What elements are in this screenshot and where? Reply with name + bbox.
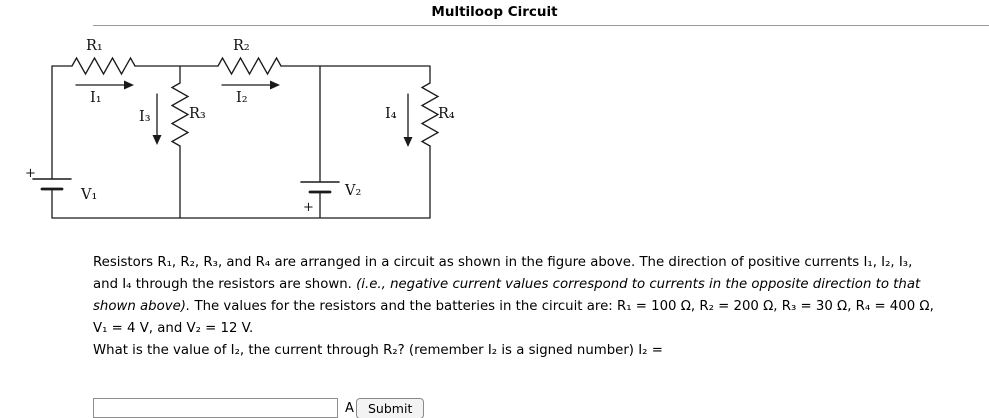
label-r3: R₃	[189, 106, 206, 122]
label-v2: V₂	[344, 183, 361, 199]
current-arrow-i2	[221, 80, 280, 90]
arrow-head-icon	[403, 137, 413, 147]
circuit-wires	[51, 65, 431, 219]
current-arrow-i1	[75, 80, 134, 90]
label-r2: R₂	[233, 38, 250, 54]
label-i2: I₂	[236, 90, 248, 106]
arrow-head-icon	[124, 80, 134, 90]
divider	[93, 25, 989, 26]
resistor-r3	[170, 82, 190, 147]
problem-text-2: The values for the resistors and the bat…	[93, 299, 934, 336]
circuit-diagram: R₁ R₂ I₁ I₂ R₃ I₃ R₄ I₄ V₁ V₂ + +	[25, 38, 455, 219]
problem-paragraph: Resistors R₁, R₂, R₃, and R₄ are arrange…	[93, 252, 938, 340]
label-r1: R₁	[86, 38, 103, 54]
label-v1: V₁	[80, 187, 97, 203]
current-arrow-i3	[152, 93, 162, 145]
question-line: What is the value of I₂, the current thr…	[93, 343, 663, 358]
resistor-r4	[420, 82, 440, 147]
problem-statement: Resistors R₁, R₂, R₃, and R₄ are arrange…	[93, 252, 938, 362]
problem-text-1: Resistors R₁, R₂, R₃, and R₄ are arrange…	[93, 255, 913, 292]
resistor-r2	[217, 56, 282, 76]
unit-label: A	[345, 401, 354, 416]
current-arrow-i4	[403, 93, 413, 147]
arrow-head-icon	[152, 135, 162, 145]
label-i4: I₄	[385, 106, 397, 122]
battery-v1-plus-sign: +	[25, 166, 36, 181]
arrow-head-icon	[270, 80, 280, 90]
label-i3: I₃	[139, 109, 151, 125]
problem-text-italic: (i.e., negative current values correspon…	[93, 277, 921, 314]
submit-button[interactable]: Submit	[356, 398, 425, 418]
page-title: Multiloop Circuit	[431, 4, 558, 20]
battery-v2-plus-sign: +	[303, 200, 314, 215]
label-i1: I₁	[90, 90, 102, 106]
answer-input[interactable]	[93, 398, 338, 418]
resistor-r1	[71, 56, 136, 76]
label-r4: R₄	[438, 106, 455, 122]
